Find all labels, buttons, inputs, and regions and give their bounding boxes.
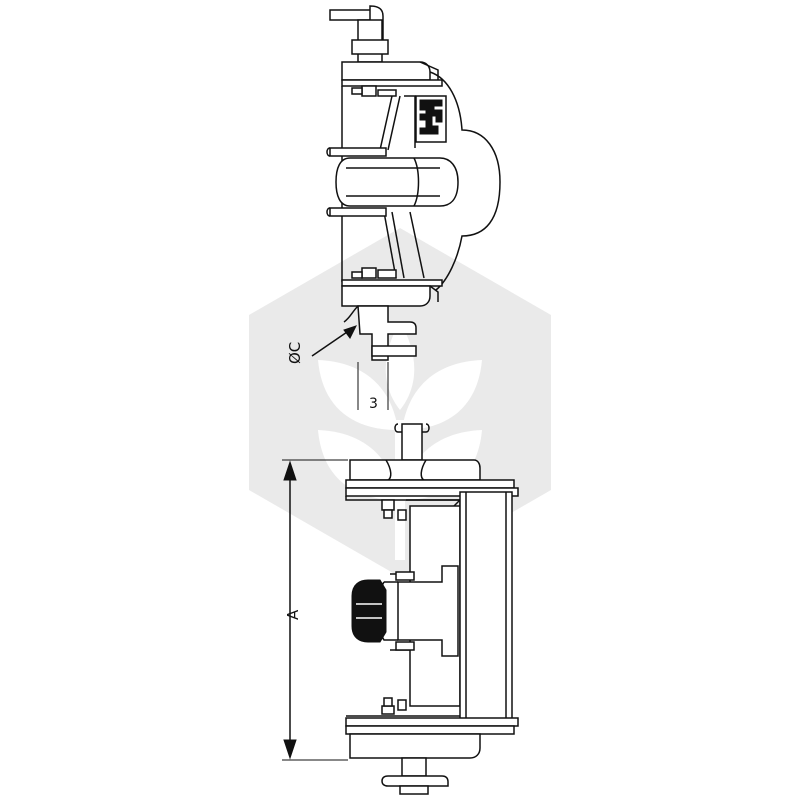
actuator-knob: [335, 157, 459, 207]
side-panel: [459, 491, 513, 729]
valve-front-view: [345, 423, 519, 795]
label-diameter-c: ØC: [286, 342, 304, 364]
height-dimension: [282, 459, 348, 761]
front-bottom-flange: [349, 733, 481, 759]
label-height-a: A: [284, 609, 302, 620]
label-clearance: 3: [369, 396, 378, 412]
bottom-handle: [371, 345, 417, 357]
front-knob: [351, 579, 387, 643]
top-handle: [329, 9, 376, 21]
front-top-flange: [349, 459, 481, 481]
diameter-leader: [311, 325, 357, 357]
valve-side-view: [326, 5, 501, 410]
bottom-flange: [341, 285, 431, 307]
top-flange: [341, 61, 431, 81]
front-actuator: [397, 565, 459, 657]
